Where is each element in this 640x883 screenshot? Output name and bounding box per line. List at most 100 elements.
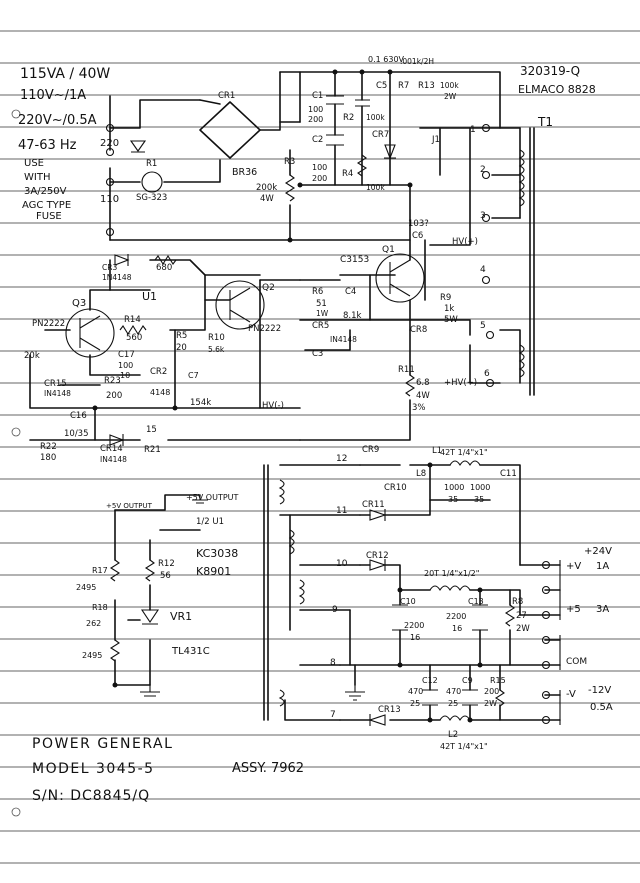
label-r1-val: SG-323 [136,193,167,203]
label-r20: 20k [24,351,40,361]
pin-4: 4 [480,265,486,275]
input-specs: 115VA / 40W 110V~/1A 220V~/0.5A 47-63 Hz… [18,66,119,222]
label-r10: R10 [208,333,225,343]
label-c1b: C1 [312,91,323,101]
label-r11: R11 [398,365,415,375]
out-24v-current: 1A [596,561,609,572]
tap-110: 110 [100,194,119,205]
label-r6-val1: 51 [316,299,327,309]
label-r3: R3 [284,157,295,167]
label-r13-w: 2W [444,92,457,101]
label-c6: C6 [412,231,423,241]
pin-10: 10 [336,559,348,569]
label-r5-val: 20 [176,343,187,353]
label-r4-val: 100k [366,183,385,192]
label-c16-val: 10/35 [64,429,89,439]
label-c1: 0.1 630V [368,55,405,64]
label-r23-val: 200 [106,391,122,401]
label-r9-val2: 5W [444,315,458,325]
fuse-note-2: WITH [24,172,50,183]
label-q3-part: PN2222 [32,319,65,329]
label-r6: R6 [312,287,323,297]
pin-11: 11 [336,506,347,516]
label-r8: R8 [512,597,523,607]
label-c1b-val2: 200 [308,115,323,124]
label-q2-part: PN2222 [248,324,281,334]
label-j1: J1 [431,135,440,145]
label-c13: C13 [468,597,484,606]
title-block: 320319-Q ELMACO 8828 POWER GENERAL MODEL… [32,64,596,804]
label-c17-v: 10 [120,371,130,380]
label-r22: R22 [40,442,57,452]
out-12v-label: -V [566,689,576,700]
label-c2b-val1: 100 [312,163,327,172]
label-r5: R5 [176,331,187,341]
label-r4: R4 [342,169,353,179]
label-c5: C5 [376,81,387,91]
out-5v-label: +5 [566,604,581,615]
label-r9-val1: 1k [444,304,454,314]
out-5v-current: 3A [596,604,609,615]
label-out-5v-b: +5V OUTPUT [186,493,239,502]
label-cr5-val: IN4148 [330,335,357,344]
label-q1: Q1 [382,245,395,255]
label-r15-val1: 200 [484,687,499,696]
label-r13: R13 [418,81,435,91]
label-hv-pos: HV(+) [452,237,478,247]
label-l3-val: 20T 1/4"x1/2" [424,569,479,578]
label-cr14: CR14 [100,444,123,454]
label-r1: R1 [146,159,157,169]
label-c6-val: 103? [408,219,429,229]
spec-power: 115VA / 40W [20,66,110,82]
label-r12: R12 [158,559,175,569]
label-r15: R15 [490,676,506,685]
label-q1-part: C3153 [340,255,369,265]
label-c13-val2: 16 [452,624,462,633]
label-r18: R18 [92,603,108,612]
label-cr1: CR1 [218,91,235,101]
label-br36: BR36 [232,167,257,178]
label-kc: KC3038 [196,547,238,560]
pin-3: 3 [480,211,486,221]
label-l1: L1 [432,446,442,456]
label-cr8: CR8 [410,325,427,335]
label-cr15: CR15 [44,379,67,389]
label-c2b-val2: 200 [312,174,327,183]
label-c11: C11 [500,469,517,479]
ruled-lines [0,30,640,864]
label-c12-val1: 470 [408,687,423,696]
label-c9: C9 [462,676,473,685]
label-cr10: CR10 [384,483,407,493]
label-r17: R17 [92,566,108,575]
spec-220v: 220V~/0.5A [18,113,97,128]
label-r7-val: .001k/2H [400,57,434,66]
brand-label: ELMACO 8828 [518,83,596,96]
label-r14: R14 [124,315,141,325]
label-cr15-val: IN4148 [44,389,71,398]
label-cr5: CR5 [312,321,329,331]
label-r13-val: 100k [440,81,459,90]
label-cr12: CR12 [366,551,389,561]
label-c12: C12 [422,676,438,685]
label-cr2b: CR2 [150,367,167,377]
fuse-note-1: USE [24,158,44,169]
label-r23: R23 [104,376,121,386]
spec-freq: 47-63 Hz [18,138,77,153]
label-c9-val2: 25 [448,699,458,708]
pin-9: 9 [332,605,338,615]
pin-2: 2 [480,165,486,175]
label-r11-val2: 4W [416,391,430,401]
output-labels: +24V +V 1A +5 3A COM -12V -V 0.5A [566,546,613,713]
label-cr3-val: 1N4148 [102,273,132,282]
label-r9: R9 [440,293,451,303]
label-c16: C16 [70,411,87,421]
label-cr3: CR3 [102,263,117,272]
label-l8: L8 [416,469,426,479]
label-r3-val1: 200k [256,183,277,193]
label-hv-pos2: +HV(+) [444,378,477,388]
serial-label: S/N: DC8845/Q [32,788,150,804]
out-com-label: COM [566,657,587,667]
fuse-note-5: FUSE [36,211,62,222]
label-r21b: 15 [146,425,157,435]
feedback-wiring [114,494,201,686]
